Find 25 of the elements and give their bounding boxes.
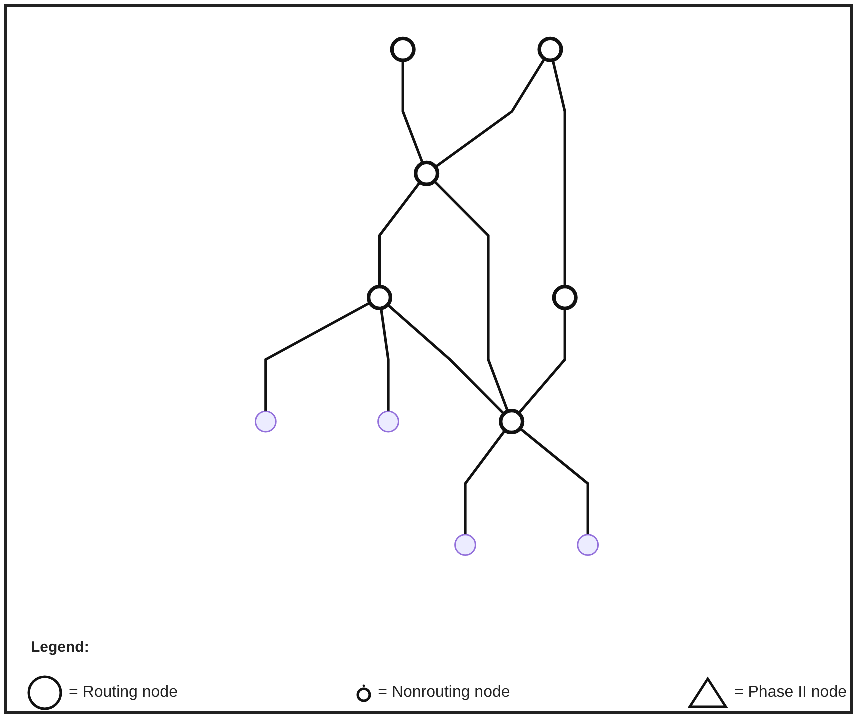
routing-node-circle bbox=[499, 409, 525, 435]
connector-line bbox=[518, 308, 566, 414]
connector-line bbox=[434, 58, 546, 168]
routing-node-circle bbox=[414, 160, 440, 186]
connector-line bbox=[552, 60, 566, 287]
nonrouting-node-circle bbox=[254, 410, 277, 433]
connector-line bbox=[378, 182, 422, 287]
routing-node-circle bbox=[390, 36, 416, 62]
legend-text: = Nonrouting node bbox=[378, 684, 510, 702]
nonrouting-node-circle bbox=[378, 410, 400, 433]
routing-node-circle bbox=[552, 284, 578, 310]
connector-line bbox=[387, 304, 506, 415]
legend-text: = Routing node bbox=[69, 684, 178, 702]
nonrouting-node-circle bbox=[577, 534, 600, 556]
connector-line bbox=[402, 60, 424, 164]
connector-line bbox=[380, 308, 390, 412]
connector-line bbox=[464, 430, 506, 535]
legend-text: = Phase II node bbox=[734, 684, 847, 702]
connector-line bbox=[264, 302, 371, 412]
legend-heading: Legend: bbox=[31, 639, 90, 656]
routing-node-circle bbox=[366, 284, 393, 310]
connector-line bbox=[520, 428, 590, 535]
connector-line bbox=[434, 180, 510, 412]
routing-node-circle bbox=[538, 36, 564, 62]
nonrouting-node-circle bbox=[454, 534, 476, 556]
